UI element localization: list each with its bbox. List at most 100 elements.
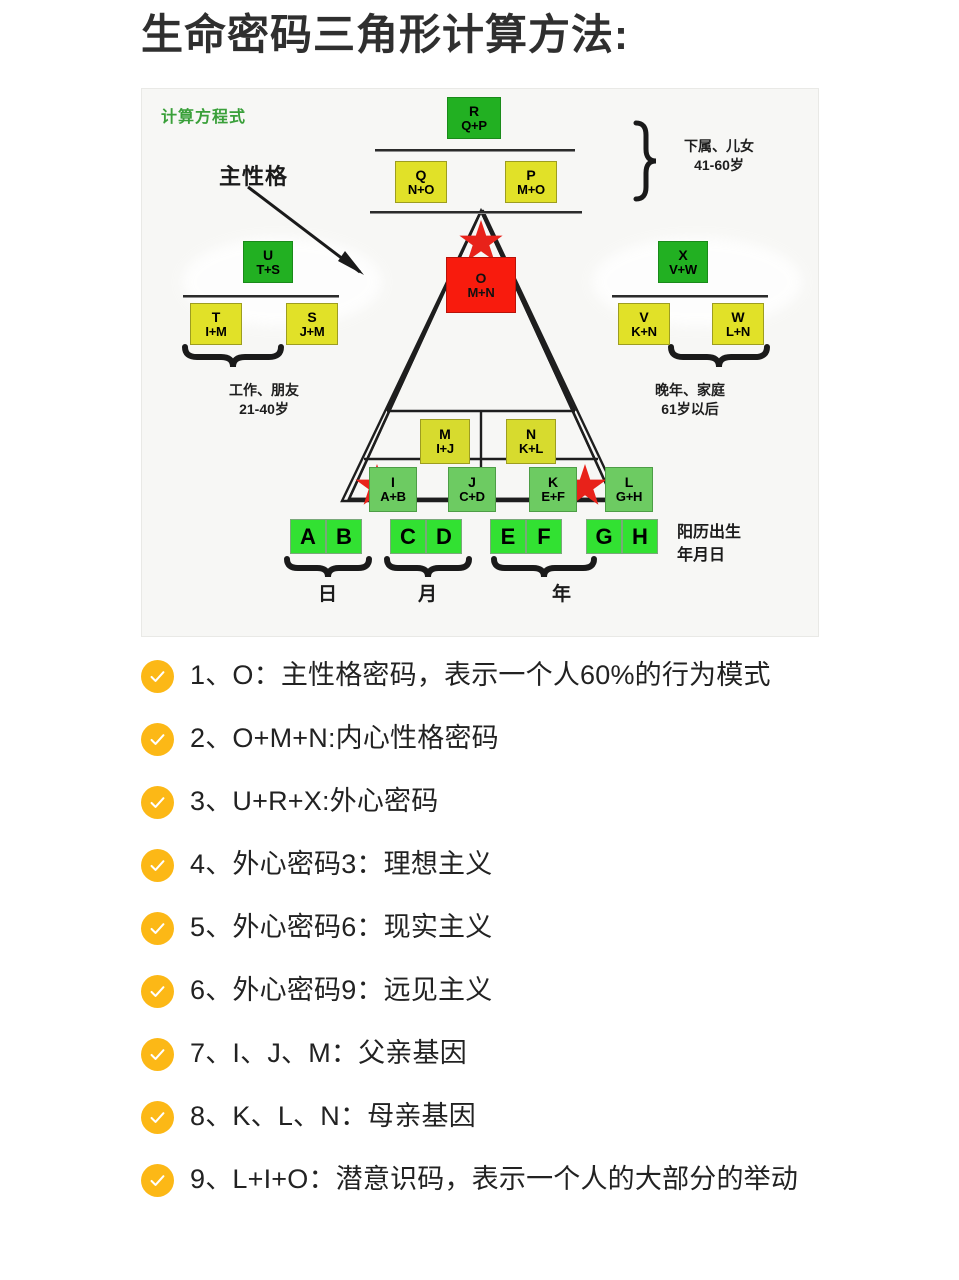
list-item[interactable]: 7、I、J、M：父亲基因 <box>141 1033 861 1073</box>
list-item-text: 7、I、J、M：父亲基因 <box>190 1038 467 1068</box>
date-box-G: G <box>586 519 622 554</box>
annotation-left: 工作、朋友 21-40岁 <box>229 382 299 417</box>
date-box-C: C <box>390 519 426 554</box>
annotation-right: 晚年、家庭 61岁以后 <box>655 382 725 417</box>
cell-M: M I+J <box>420 419 470 464</box>
cell-Q-formula: N+O <box>407 181 435 197</box>
check-circle-icon <box>141 786 174 819</box>
check-circle-icon <box>141 1164 174 1197</box>
list-item[interactable]: 4、外心密码3：理想主义 <box>141 844 861 884</box>
check-circle-icon <box>141 1101 174 1134</box>
cell-J-formula: C+D <box>459 489 485 505</box>
page-title: 生命密码三角形计算方法: <box>141 11 629 58</box>
cell-I-key: I <box>391 474 395 491</box>
cell-M-formula: I+J <box>436 441 454 457</box>
cell-L-key: L <box>624 474 634 491</box>
cell-I: I A+B <box>369 467 417 512</box>
annotation-top-right: 下属、儿女 41-60岁 <box>684 138 754 173</box>
cell-V-formula: K+N <box>631 323 657 339</box>
cell-P: P M+O <box>505 161 557 203</box>
cell-N-key: N <box>525 426 537 443</box>
cell-W: W L+N <box>712 303 764 345</box>
list-item[interactable]: 9、L+I+O：潜意识码，表示一个人的大部分的举动 <box>141 1159 861 1199</box>
brace-top-right <box>633 120 657 202</box>
group-label-month: 月 <box>418 584 438 605</box>
brace-right <box>668 344 770 368</box>
cell-W-formula: L+N <box>725 323 751 339</box>
check-circle-icon <box>141 975 174 1008</box>
rule-right <box>612 295 768 298</box>
list-item-text: 4、外心密码3：理想主义 <box>190 849 493 879</box>
cell-S-formula: J+M <box>299 323 325 339</box>
cell-K-key: K <box>547 474 559 491</box>
list-item[interactable]: 2、O+M+N:内心性格密码 <box>141 718 861 758</box>
cell-L-formula: G+H <box>615 489 643 505</box>
check-circle-icon <box>141 912 174 945</box>
check-circle-icon <box>141 849 174 882</box>
rule-top-2 <box>370 211 582 214</box>
annotation-birth: 阳历出生 年月日 <box>677 524 742 565</box>
date-box-D: D <box>426 519 462 554</box>
list-item[interactable]: 1、O：主性格密码，表示一个人60%的行为模式 <box>141 655 861 695</box>
list-item[interactable]: 6、外心密码9：远见主义 <box>141 970 861 1010</box>
date-box-A: A <box>290 519 326 554</box>
check-circle-icon <box>141 1038 174 1071</box>
date-box-H: H <box>622 519 658 554</box>
cell-U: U T+S <box>243 241 293 283</box>
list-item[interactable]: 3、U+R+X:外心密码 <box>141 781 861 821</box>
cell-Q-key: Q <box>415 166 427 183</box>
list-item-text: 1、O：主性格密码，表示一个人60%的行为模式 <box>190 660 771 690</box>
cell-J: J C+D <box>448 467 496 512</box>
equation-title: 计算方程式 <box>161 109 247 126</box>
list-item[interactable]: 5、外心密码6：现实主义 <box>141 907 861 947</box>
brace-day <box>284 556 372 578</box>
cell-J-key: J <box>468 474 476 491</box>
checklist: 1、O：主性格密码，表示一个人60%的行为模式 2、O+M+N:内心性格密码 3… <box>141 655 861 1222</box>
brace-month <box>384 556 472 578</box>
list-item-text: 2、O+M+N:内心性格密码 <box>190 723 499 753</box>
group-label-year: 年 <box>552 584 572 605</box>
cell-K: K E+F <box>529 467 577 512</box>
list-item[interactable]: 8、K、L、N：母亲基因 <box>141 1096 861 1136</box>
cell-V: V K+N <box>618 303 670 345</box>
group-label-day: 日 <box>318 584 338 605</box>
main-personality-label: 主性格 <box>219 164 289 189</box>
rule-left <box>183 295 339 298</box>
life-code-triangle-diagram: 计算方程式 主性格 R Q+P Q N+O P M+O 下属、儿女 41-60岁… <box>141 88 819 637</box>
cell-X: X V+W <box>658 241 708 283</box>
cell-O-formula: M+N <box>467 284 495 300</box>
cell-N-formula: K+L <box>518 441 544 457</box>
cell-W-key: W <box>731 308 745 325</box>
list-item-text: 3、U+R+X:外心密码 <box>190 786 439 816</box>
cell-U-formula: T+S <box>256 261 280 277</box>
rule-top <box>375 149 575 152</box>
cell-X-key: X <box>678 246 688 263</box>
check-circle-icon <box>141 660 174 693</box>
check-circle-icon <box>141 723 174 756</box>
cell-S-key: S <box>307 308 317 325</box>
cell-R-formula: Q+P <box>461 117 487 133</box>
list-item-text: 8、K、L、N：母亲基因 <box>190 1101 476 1131</box>
cell-T-key: T <box>211 308 221 325</box>
cell-I-formula: A+B <box>380 489 406 505</box>
cell-R-key: R <box>468 102 480 119</box>
cell-U-key: U <box>262 246 274 263</box>
cell-P-formula: M+O <box>517 181 545 197</box>
cell-R: R Q+P <box>447 97 501 139</box>
cell-K-formula: E+F <box>541 489 565 505</box>
cell-M-key: M <box>439 426 451 443</box>
date-box-B: B <box>326 519 362 554</box>
cell-P-key: P <box>526 166 536 183</box>
cell-X-formula: V+W <box>669 261 697 277</box>
date-box-F: F <box>526 519 562 554</box>
brace-year <box>491 556 597 578</box>
cell-S: S J+M <box>286 303 338 345</box>
cell-T-formula: I+M <box>205 323 227 339</box>
list-item-text: 9、L+I+O：潜意识码，表示一个人的大部分的举动 <box>190 1164 799 1194</box>
cell-T: T I+M <box>190 303 242 345</box>
cell-L: L G+H <box>605 467 653 512</box>
cell-Q: Q N+O <box>395 161 447 203</box>
list-item-text: 5、外心密码6：现实主义 <box>190 912 493 942</box>
star-top <box>459 220 503 261</box>
